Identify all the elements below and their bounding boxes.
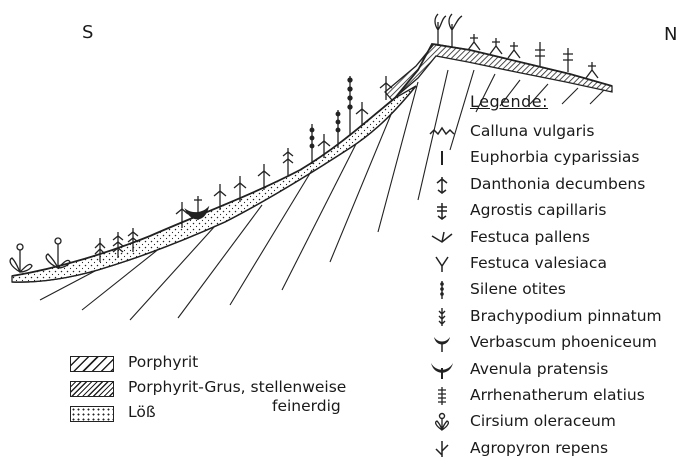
- cirsium-icon: [428, 412, 458, 432]
- legend-item-label: Euphorbia cyparissias: [470, 144, 639, 170]
- legend-title: Legende:: [470, 92, 548, 111]
- silene-icon: [310, 124, 314, 164]
- calluna-icon: [508, 42, 520, 58]
- calluna-icon: [428, 122, 458, 142]
- calluna-icon: [586, 62, 598, 78]
- silene-icon: [428, 280, 458, 300]
- calluna-icon: [490, 38, 502, 54]
- legend-item-label: Brachypodium pinnatum: [470, 303, 662, 329]
- legend-item-label: Calluna vulgaris: [470, 118, 594, 144]
- diagonal-hatch-swatch: [70, 356, 114, 372]
- legend-item-label: Agropyron repens: [470, 435, 608, 461]
- direction-north: N: [664, 24, 677, 45]
- loess-layer: [12, 86, 416, 282]
- brachypodium-icon: [428, 307, 458, 327]
- avenula-icon: [428, 360, 458, 380]
- legend-item-label: Danthonia decumbens: [470, 171, 645, 197]
- danthonia-icon: [428, 175, 458, 195]
- festuca-pallens-icon: [428, 228, 458, 248]
- dense-hatch-swatch: [70, 381, 114, 397]
- agrostis-icon: [535, 42, 545, 66]
- verbascum-icon: [428, 333, 458, 353]
- legend-item-label: Avenula pratensis: [470, 356, 608, 382]
- euphorbia-icon: [428, 148, 458, 168]
- substrate-label: Löß: [128, 403, 156, 421]
- legend-item-label: Festuca valesiaca: [470, 250, 607, 276]
- legend-item-label: Agrostis capillaris: [470, 197, 606, 223]
- silene-icon: [348, 76, 352, 136]
- legend-item-label: Arrhenatherum elatius: [470, 382, 645, 408]
- legend-item-label: Festuca pallens: [470, 224, 590, 250]
- legend-item-label: Silene otites: [470, 276, 566, 302]
- arrhenatherum-icon: [428, 386, 458, 406]
- agrostis-icon: [563, 48, 573, 72]
- festuca-valesiaca-icon: [435, 14, 446, 46]
- legend-item-label: Verbascum phoeniceum: [470, 329, 657, 355]
- agrostis-icon: [428, 201, 458, 221]
- substrate-label: Porphyrit-Grus, stellenweise: [128, 378, 346, 396]
- cirsium-rosette-icon: [10, 244, 32, 272]
- substrate-continuation: feinerdig: [272, 397, 341, 415]
- legend-item-label: Cirsium oleraceum: [470, 408, 616, 434]
- rock-boundary: [12, 86, 416, 282]
- substrate-label: Porphyrit: [128, 353, 198, 371]
- festuca-valesiaca-icon: [449, 14, 462, 48]
- agropyron-icon: [428, 439, 458, 459]
- brachypodium-icon: [283, 148, 293, 176]
- festuca-valesiaca-icon: [428, 254, 458, 274]
- calluna-icon: [468, 34, 480, 50]
- direction-south: S: [82, 22, 93, 43]
- dots-swatch: [70, 406, 114, 422]
